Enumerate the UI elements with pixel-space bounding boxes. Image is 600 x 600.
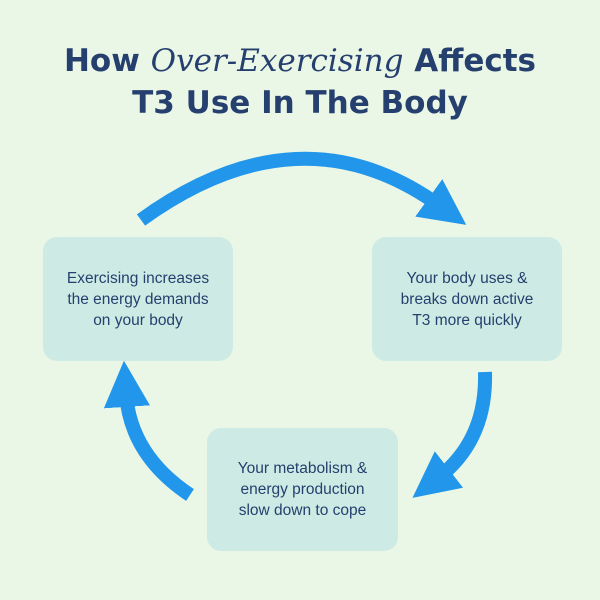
step-1-text: Exercising increases the energy demands … xyxy=(67,268,209,331)
step-box-1: Exercising increases the energy demands … xyxy=(43,237,233,361)
step-2-text: Your body uses & breaks down active T3 m… xyxy=(401,268,534,331)
step-1-line-2: the energy demands xyxy=(67,290,209,308)
step-2-line-1: Your body uses & xyxy=(406,269,528,287)
arrow-top xyxy=(136,151,467,226)
arrow-left xyxy=(103,360,194,501)
step-2-line-3: T3 more quickly xyxy=(412,311,522,329)
arrow-right xyxy=(412,371,493,498)
step-1-line-1: Exercising increases xyxy=(66,269,210,287)
title-line-2: T3 Use In The Body xyxy=(132,85,468,121)
title-suffix: Affects xyxy=(403,43,537,79)
page-title: How Over-Exercising Affects T3 Use In Th… xyxy=(0,40,600,124)
step-box-3: Your metabolism & energy production slow… xyxy=(207,428,398,551)
title-emphasis: Over-Exercising xyxy=(150,43,404,79)
step-2-line-2: breaks down active xyxy=(400,290,534,308)
title-line-1: How Over-Exercising Affects xyxy=(0,40,600,82)
step-3-line-1: Your metabolism & xyxy=(237,460,368,477)
step-3-text: Your metabolism & energy production slow… xyxy=(238,458,368,521)
step-3-line-2: energy production xyxy=(240,481,365,498)
step-box-2: Your body uses & breaks down active T3 m… xyxy=(372,237,562,361)
step-3-line-3: slow down to cope xyxy=(238,502,367,519)
title-prefix: How xyxy=(63,43,151,79)
step-1-line-3: on your body xyxy=(93,311,183,329)
